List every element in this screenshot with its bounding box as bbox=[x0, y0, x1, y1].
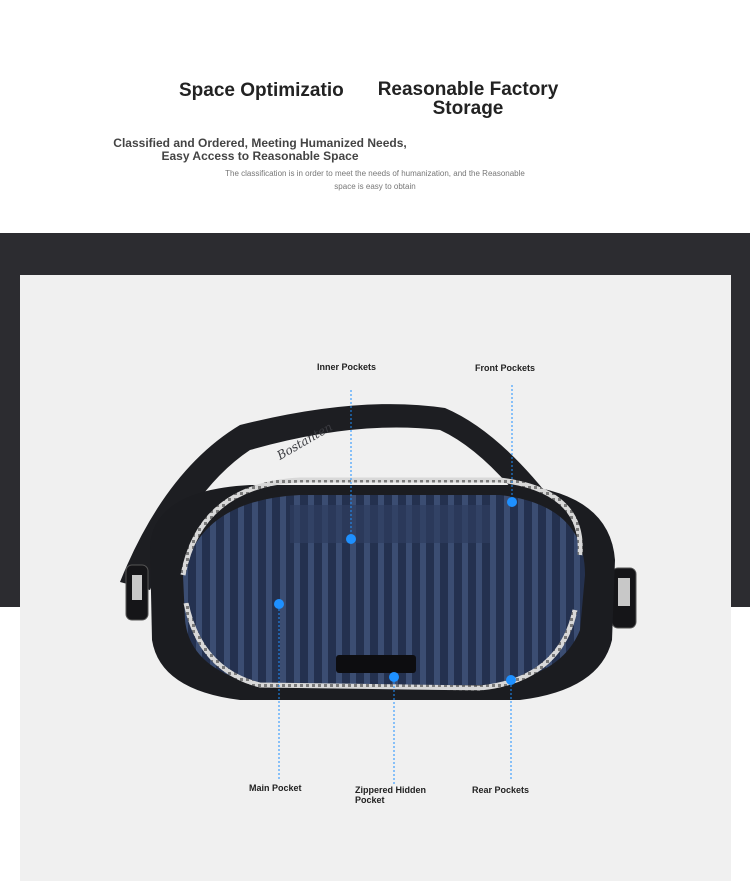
label-front-pockets: Front Pockets bbox=[475, 363, 536, 373]
title-right: Reasonable Factory Storage bbox=[358, 80, 578, 118]
dot-zippered-pocket bbox=[389, 672, 399, 682]
dot-inner-pockets bbox=[346, 534, 356, 544]
dot-main-pocket bbox=[274, 599, 284, 609]
label-inner-pockets: Inner Pockets bbox=[317, 362, 377, 372]
title-left: Space Optimizatio bbox=[179, 80, 344, 101]
dot-front-pockets bbox=[507, 497, 517, 507]
subtitle-small: The classification is in order to meet t… bbox=[225, 169, 525, 191]
label-main-pocket: Main Pocket bbox=[249, 783, 302, 793]
header-section: Space Optimizatio Reasonable Factory Sto… bbox=[0, 0, 750, 233]
zipper-bottom bbox=[183, 602, 578, 691]
strap bbox=[120, 404, 600, 590]
zipper-top bbox=[180, 477, 583, 576]
label-rear-pockets: Rear Pockets bbox=[472, 785, 530, 795]
brand-tag bbox=[336, 655, 416, 673]
dot-rear-pockets bbox=[506, 675, 516, 685]
label-zippered-hidden-pocket: Zippered Hidden Pocket bbox=[355, 785, 427, 805]
subtitle-bold: Classified and Ordered, Meeting Humanize… bbox=[113, 136, 407, 163]
